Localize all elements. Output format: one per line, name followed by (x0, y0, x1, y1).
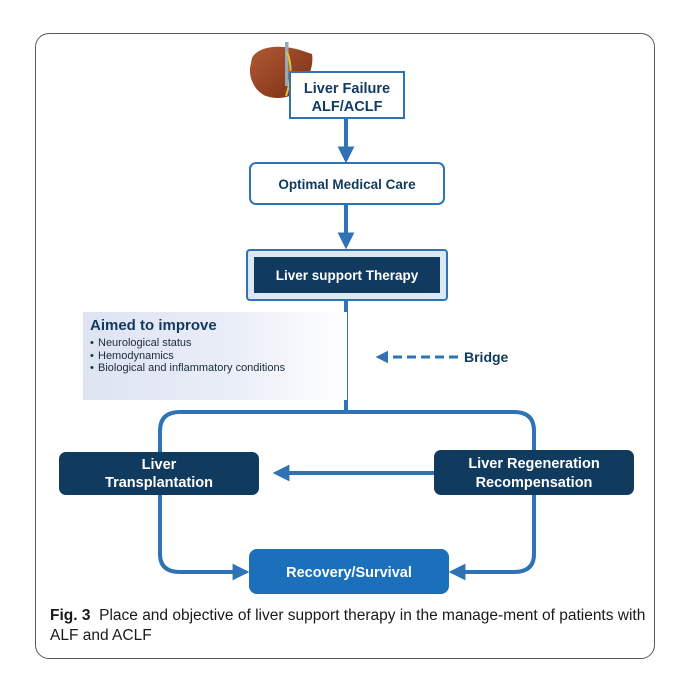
recovery-box: Recovery/Survival (249, 549, 449, 594)
transplantation-line-2: Transplantation (105, 475, 213, 491)
aimed-item: Biological and inflammatory conditions (90, 362, 288, 375)
support-therapy-label: Liver support Therapy (276, 268, 419, 283)
figure-caption: Fig. 3 Place and objective of liver supp… (50, 606, 650, 646)
support-therapy-box: Liver support Therapy (246, 249, 448, 301)
caption-text: Place and objective of liver support the… (50, 607, 646, 644)
transplantation-box: Liver Transplantation (59, 452, 259, 495)
figure-frame (35, 33, 655, 659)
regeneration-line-2: Recompensation (476, 475, 593, 491)
transplantation-line-1: Liver (142, 457, 177, 473)
caption-label: Fig. 3 (50, 607, 91, 624)
aimed-item: Hemodynamics (90, 350, 288, 363)
arrow-regeneration-to-recovery (448, 495, 536, 581)
liver-failure-box: Liver Failure ALF/ACLF (289, 71, 405, 119)
bridge-label: Bridge (464, 349, 509, 365)
optimal-care-box: Optimal Medical Care (249, 162, 445, 205)
recovery-label: Recovery/Survival (286, 565, 412, 581)
liver-failure-line-1: Liver Failure (304, 81, 390, 97)
regeneration-box: Liver Regeneration Recompensation (434, 450, 634, 495)
arrow-transplant-to-recovery (158, 495, 250, 581)
regeneration-line-1: Liver Regeneration (468, 456, 599, 472)
branch-line (158, 410, 536, 452)
liver-failure-line-2: ALF/ACLF (312, 99, 383, 115)
optimal-care-label: Optimal Medical Care (278, 177, 416, 192)
aimed-title: Aimed to improve (90, 317, 217, 334)
aimed-list: Neurological status Hemodynamics Biologi… (90, 337, 288, 375)
aimed-panel: Aimed to improve Neurological status Hem… (83, 312, 347, 400)
aimed-item: Neurological status (90, 337, 288, 350)
